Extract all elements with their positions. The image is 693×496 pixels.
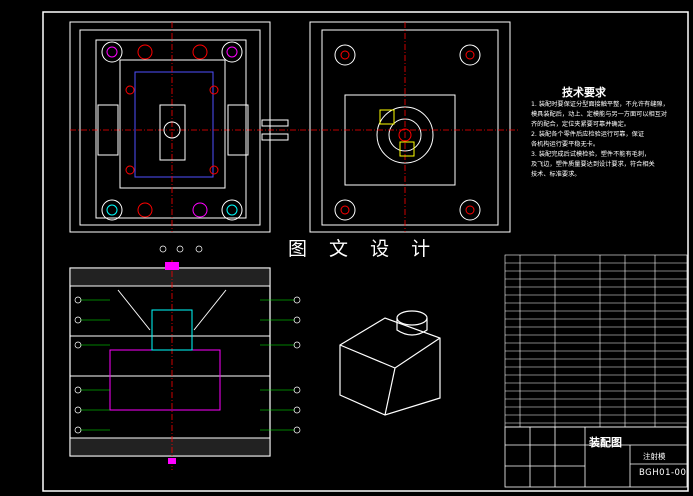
- title-block-drawing-code: BGH01-00: [639, 468, 687, 478]
- requirement-line: 2. 装配各个零件后应检验运行可靠，保证: [531, 131, 645, 138]
- requirement-line: 1. 装配时要保证分型面接触平整，不允许有缝隙，: [531, 101, 669, 108]
- title-block-drawing-title: 装配图: [589, 436, 622, 449]
- requirement-line: 各机构运行要平稳无卡。: [531, 141, 600, 148]
- title-block-part-name: 注射模: [643, 452, 666, 461]
- requirement-line: 及飞边，塑件质量要达到设计要求，符合相关: [531, 161, 655, 168]
- title-block: [504, 426, 688, 488]
- requirement-line: 3. 装配完成后试模检验，塑件不能有毛刺，: [531, 151, 651, 158]
- watermark-text: 图 文 设 计: [288, 238, 439, 260]
- bottle-isometric: [339, 310, 441, 416]
- requirement-line: 齐的配合，定位夹紧要可靠并确定。: [531, 121, 630, 128]
- top-view-fixed-half: [300, 21, 520, 233]
- top-view-moving-half: [69, 21, 300, 233]
- parts-list-table: [504, 254, 688, 428]
- requirements-title: 技术要求: [562, 86, 606, 99]
- requirement-line: 模具装配后，动上、定模能与另一方面可以相互对: [531, 111, 668, 118]
- requirement-line: 技术、标准要求。: [531, 171, 581, 178]
- section-view: [69, 245, 301, 470]
